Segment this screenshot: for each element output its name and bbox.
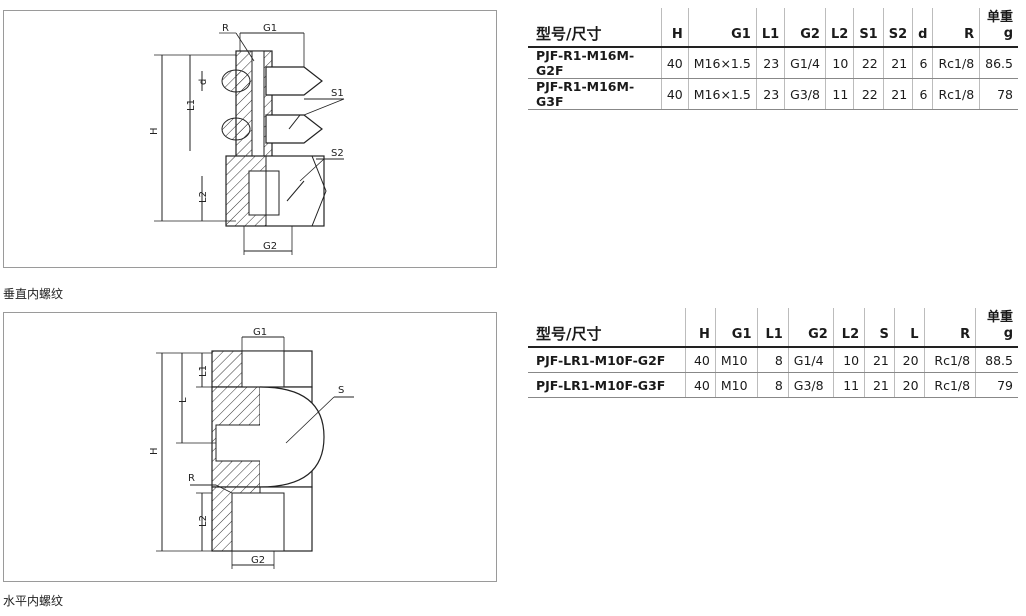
dim-l2: L2 xyxy=(198,191,209,203)
header-g1: G1 xyxy=(714,308,758,348)
header-l1: L1 xyxy=(755,8,785,48)
caption-vertical-thread: 垂直内螺纹 xyxy=(3,287,64,301)
header-l1: L1 xyxy=(756,308,789,348)
table-row: PJF-R1-M16M-G3F 40 M16×1.5 23 G3/8 11 22… xyxy=(528,78,1018,110)
dim-l2: L2 xyxy=(198,515,209,527)
header-g2: G2 xyxy=(784,8,826,48)
header-l: L xyxy=(893,308,925,348)
header-g2: G2 xyxy=(787,308,834,348)
table-row: PJF-R1-M16M-G2F 40 M16×1.5 23 G1/4 10 22… xyxy=(528,47,1018,79)
header-model: 型号/尺寸 xyxy=(528,308,686,348)
dim-s: S xyxy=(338,385,344,396)
header-s1: S1 xyxy=(853,8,884,48)
horizontal-thread-diagram: G1 L1 L S H R L2 G2 xyxy=(149,327,354,569)
vertical-thread-diagram: G1 R d L1 S1 S2 H L2 G2 xyxy=(149,23,345,255)
dim-l: L xyxy=(178,397,189,403)
table-row: PJF-LR1-M10F-G2F 40 M10 8 G1/4 10 21 20 … xyxy=(528,347,1018,373)
header-model: 型号/尺寸 xyxy=(528,8,662,48)
dim-r: R xyxy=(222,23,229,34)
dim-s2: S2 xyxy=(331,148,344,159)
header-h: H xyxy=(685,308,716,348)
dim-l1: L1 xyxy=(186,99,197,111)
header-g1: G1 xyxy=(687,8,757,48)
drawing-vertical-thread: G1 R d L1 S1 S2 H L2 G2 xyxy=(3,10,497,268)
dim-g1: G1 xyxy=(253,327,267,338)
caption-horizontal-thread: 水平内螺纹 xyxy=(3,594,64,608)
header-r: R xyxy=(932,8,980,48)
dim-h: H xyxy=(149,447,160,455)
dim-g2: G2 xyxy=(251,555,265,566)
dim-g1: G1 xyxy=(263,23,277,34)
header-s2: S2 xyxy=(882,8,913,48)
dim-l1: L1 xyxy=(198,365,209,377)
dim-r: R xyxy=(188,473,195,484)
dim-h: H xyxy=(149,127,160,135)
header-h: H xyxy=(660,8,689,48)
header-r: R xyxy=(923,308,976,348)
table-row: PJF-LR1-M10F-G3F 40 M10 8 G3/8 11 21 20 … xyxy=(528,372,1018,398)
header-l2: L2 xyxy=(832,308,865,348)
header-l2: L2 xyxy=(824,8,854,48)
dim-s1: S1 xyxy=(331,88,344,99)
dim-d: d xyxy=(198,79,209,85)
drawing-horizontal-thread: G1 L1 L S H R L2 G2 xyxy=(3,312,497,582)
header-d: d xyxy=(912,8,933,48)
dim-g2: G2 xyxy=(263,241,277,252)
header-s: S xyxy=(864,308,895,348)
